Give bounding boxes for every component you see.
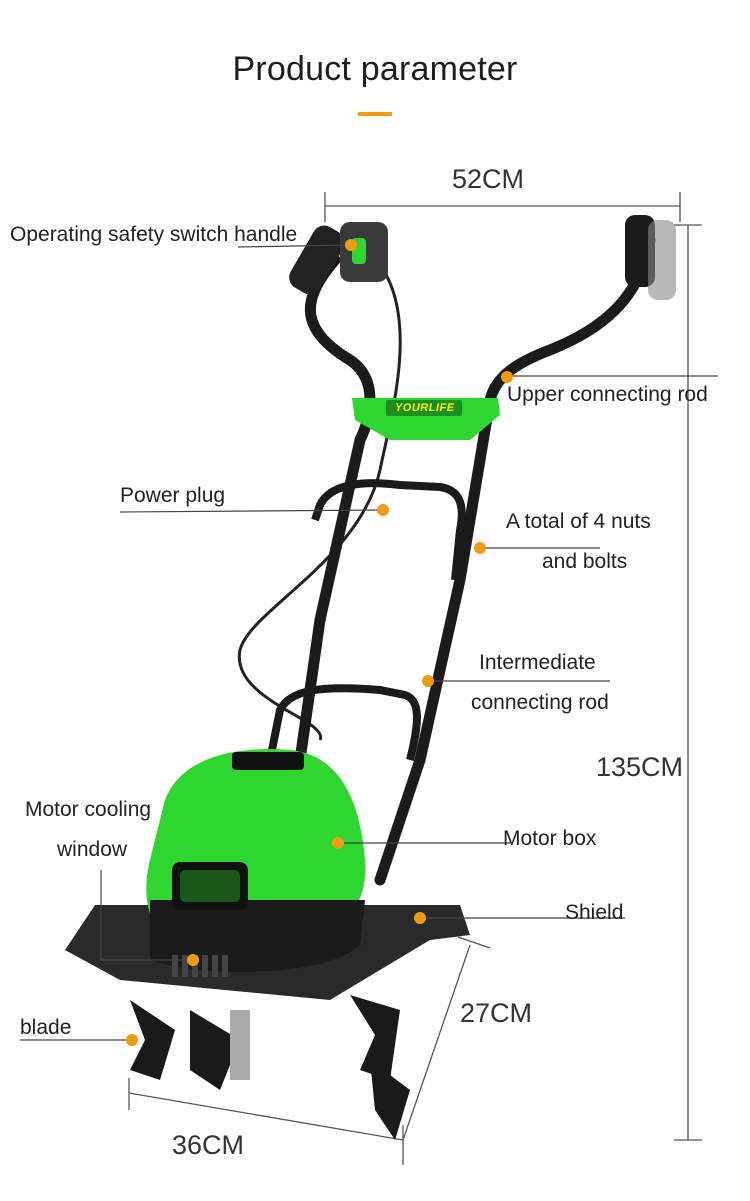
brand-logo: YOURLIFE: [393, 402, 456, 414]
callout-cooling-line2: window: [57, 838, 128, 861]
callout-nuts-line2: and bolts: [542, 550, 628, 573]
callout-upper-connecting-rod: Upper connecting rod: [507, 383, 708, 406]
callout-intermediate-line1: Intermediate: [479, 651, 596, 674]
page-title: Product parameter: [232, 50, 518, 88]
title-accent-bar: [358, 112, 392, 116]
dimension-height: 135CM: [596, 752, 684, 782]
callout-cooling-line1: Motor cooling: [25, 798, 152, 821]
callout-leader-lines: [20, 244, 718, 1041]
dimension-depth: 27CM: [460, 998, 533, 1028]
callout-intermediate-line2: connecting rod: [471, 691, 609, 714]
dimension-width-top: 52CM: [452, 164, 525, 194]
callout-dots: [126, 239, 513, 1046]
dimension-lines: [128, 192, 702, 1165]
callout-safety-switch-handle: Operating safety switch handle: [10, 223, 298, 246]
callout-power-plug: Power plug: [120, 484, 226, 507]
callout-blade: blade: [20, 1016, 72, 1039]
dimension-width-bottom: 36CM: [172, 1130, 245, 1160]
callout-nuts-line1: A total of 4 nuts: [506, 510, 651, 533]
callout-shield: Shield: [565, 901, 624, 924]
callout-motor-box: Motor box: [503, 827, 597, 850]
